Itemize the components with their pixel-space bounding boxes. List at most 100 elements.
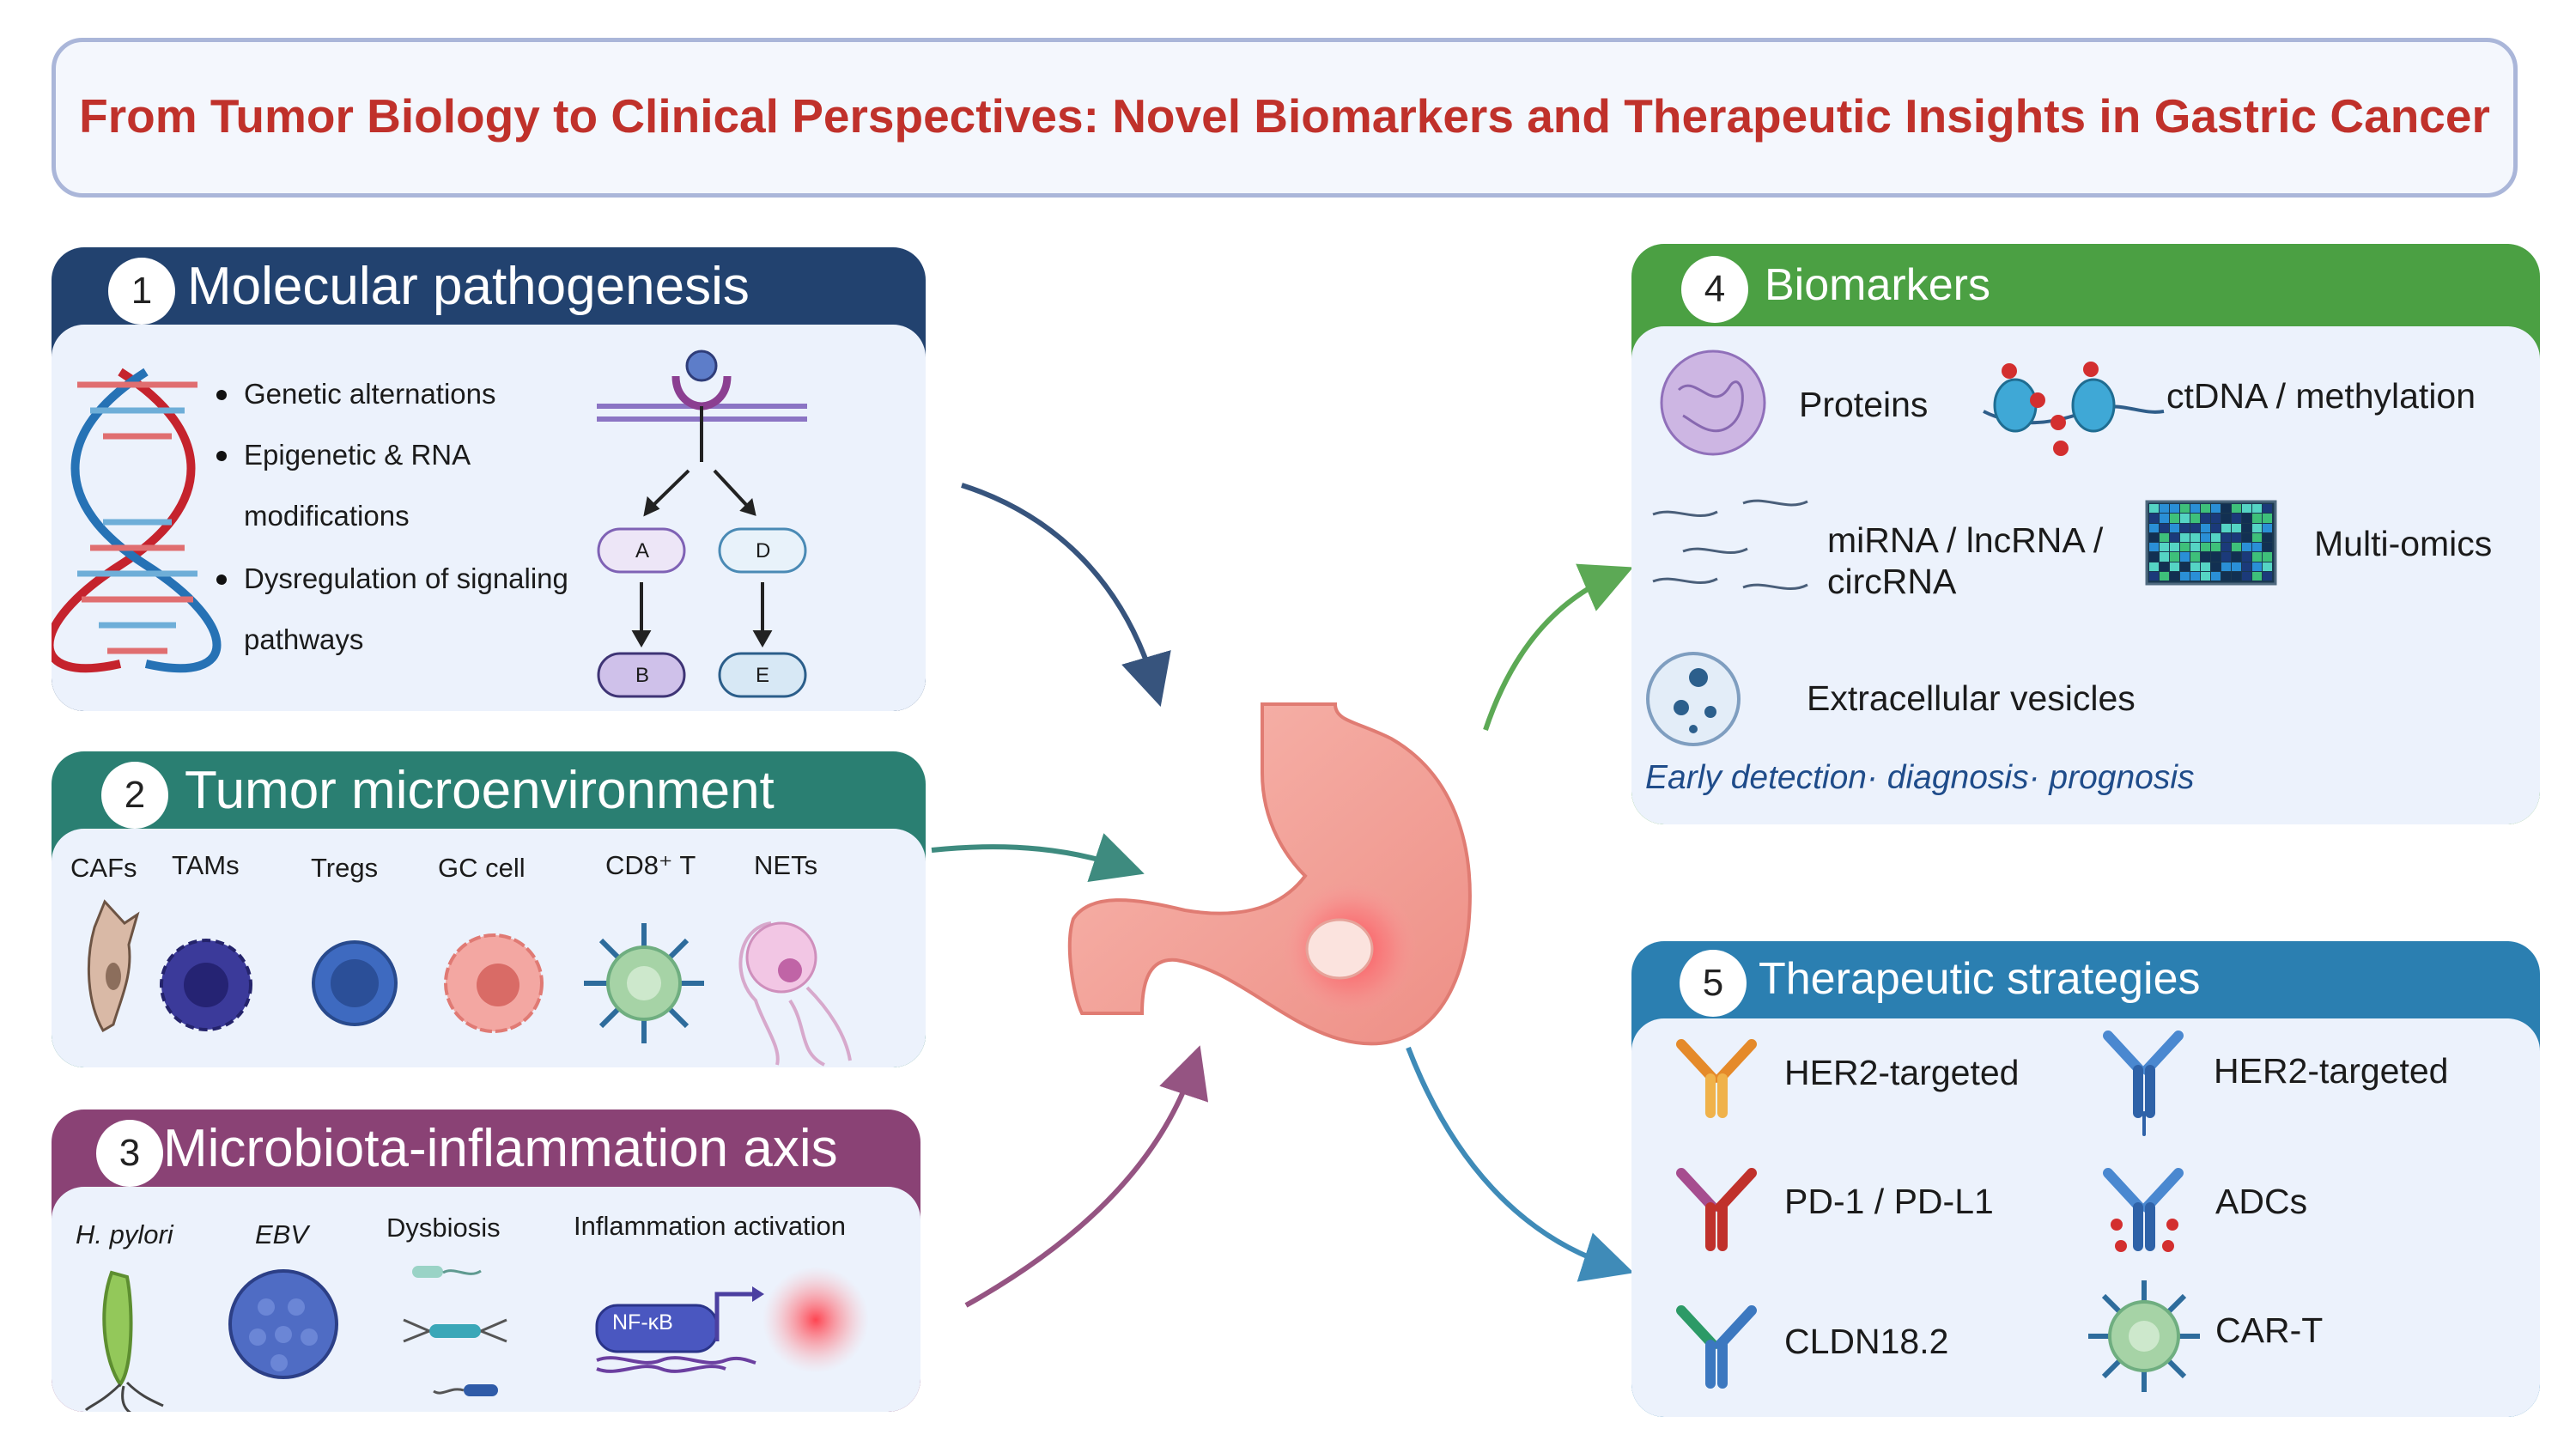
heatmap-cell [2190, 504, 2200, 514]
panel4-number: 4 [1681, 256, 1748, 323]
item-inflammation: Inflammation activation [574, 1211, 847, 1241]
h-pylori-icon [84, 1270, 164, 1412]
panel1-number: 1 [108, 258, 175, 325]
heatmap-cell [2170, 504, 2179, 514]
heatmap-cell [2232, 523, 2241, 532]
panel-tumor-microenvironment: 2 Tumor microenvironment CAFs TAMs Tregs… [52, 751, 926, 1067]
heatmap-cell [2170, 552, 2179, 562]
mirna-icon [1652, 499, 1808, 590]
panel3-title: Microbiota-inflammation axis [163, 1119, 838, 1178]
antibody-pd1-icon [1676, 1168, 1757, 1251]
heatmap-cell [2263, 552, 2272, 562]
nets-icon [738, 921, 852, 1067]
heatmap-cell [2232, 514, 2241, 523]
heatmap-cell [2190, 571, 2200, 581]
caf-icon [87, 899, 140, 1033]
panel3-number: 3 [96, 1120, 163, 1187]
heatmap-cell [2242, 504, 2251, 514]
nf-kb-label: NF-κB [612, 1310, 673, 1334]
heatmap-cell [2160, 504, 2169, 514]
heatmap-cell [2160, 543, 2169, 552]
heatmap-cell [2211, 504, 2221, 514]
heatmap-cell [2252, 571, 2262, 581]
antibody-cldn-icon [1676, 1305, 1757, 1389]
heatmap-cell [2149, 532, 2159, 542]
nf-kb-icon [595, 1286, 764, 1373]
heatmap-cell [2221, 523, 2231, 532]
antibody-adc-icon [2103, 1168, 2184, 1252]
therapy-cldn: CLDN18.2 [1784, 1322, 1949, 1361]
heatmap-cell [2201, 562, 2210, 571]
heatmap-cell [2201, 504, 2210, 514]
heatmap-cell [2190, 514, 2200, 523]
heatmap-cell [2190, 532, 2200, 542]
panel1-bullet-3: Dysregulation of signaling [244, 562, 568, 594]
heatmap-cell [2180, 504, 2190, 514]
dna-icon [52, 368, 222, 673]
heatmap-cell [2201, 523, 2210, 532]
heatmap-cell [2221, 532, 2231, 542]
heatmap-cell [2201, 532, 2210, 542]
heatmap-cell [2211, 532, 2221, 542]
heatmap-cell [2149, 514, 2159, 523]
heatmap-cell [2160, 571, 2169, 581]
heatmap-cell [2263, 532, 2272, 542]
heatmap-cell [2242, 543, 2251, 552]
arrow-panel1-to-stomach [961, 483, 1171, 708]
panel4-title: Biomarkers [1765, 260, 1990, 310]
heatmap-cell [2201, 514, 2210, 523]
heatmap-cell [2180, 523, 2190, 532]
heatmap-cell [2263, 523, 2272, 532]
biomarker-ctdna: ctDNA / methylation [2166, 376, 2476, 416]
heatmap-cell [2149, 571, 2159, 581]
car-t-icon [2088, 1280, 2200, 1392]
heatmap-cell [2170, 532, 2179, 542]
heatmap-cell [2211, 514, 2221, 523]
heatmap-cell [2221, 504, 2231, 514]
heatmap-cell [2252, 504, 2262, 514]
heatmap-cell [2221, 514, 2231, 523]
heatmap-cell [2232, 532, 2241, 542]
heatmap-cell [2160, 532, 2169, 542]
page-title: From Tumor Biology to Clinical Perspecti… [79, 89, 2490, 143]
panel-microbiota-inflammation: 3 Microbiota-inflammation axis H. pylori… [52, 1110, 920, 1412]
heatmap-cell [2232, 552, 2241, 562]
heatmap-cell [2242, 532, 2251, 542]
node-e-label: E [756, 664, 770, 687]
antibody-her2-orange-icon [1676, 1039, 1757, 1118]
cell-label-tregs: Tregs [311, 853, 379, 883]
heatmap-cell [2170, 514, 2179, 523]
heatmap-cell [2211, 552, 2221, 562]
heatmap-cell [2180, 571, 2190, 581]
stomach-illustration [1067, 702, 1472, 1046]
dysbiosis-icon [403, 1266, 507, 1396]
therapy-graphic [1676, 1030, 2200, 1392]
panel2-title: Tumor microenvironment [185, 761, 775, 820]
biomarker-mirna: miRNA / lncRNA / [1827, 520, 2104, 560]
therapy-adcs: ADCs [2215, 1182, 2308, 1221]
heatmap-cell [2232, 562, 2241, 571]
heatmap-cell [2180, 532, 2190, 542]
heatmap-cell [2252, 514, 2262, 523]
heatmap-cell [2263, 571, 2272, 581]
biomarker-proteins: Proteins [1799, 385, 1929, 424]
heatmap-cell [2221, 562, 2231, 571]
therapy-cart: CAR-T [2215, 1310, 2324, 1350]
heatmap-cell [2190, 543, 2200, 552]
heatmap-cell [2263, 504, 2272, 514]
heatmap-cell [2242, 514, 2251, 523]
multi-omics-heatmap [2149, 504, 2273, 581]
arrow-stomach-to-panel5 [1406, 1046, 1634, 1282]
panel1-bullet-2: Epigenetic & RNA [244, 439, 471, 471]
heatmap-cell [2170, 571, 2179, 581]
panel1-bullet-3b: pathways [244, 623, 364, 655]
heatmap-cell [2221, 552, 2231, 562]
tam-icon [160, 939, 252, 1031]
item-dysbiosis: Dysbiosis [386, 1213, 501, 1243]
heatmap-cell [2232, 504, 2241, 514]
heatmap-cell [2149, 562, 2159, 571]
heatmap-cell [2211, 523, 2221, 532]
panel1-bullet-1: Genetic alternations [244, 378, 496, 410]
